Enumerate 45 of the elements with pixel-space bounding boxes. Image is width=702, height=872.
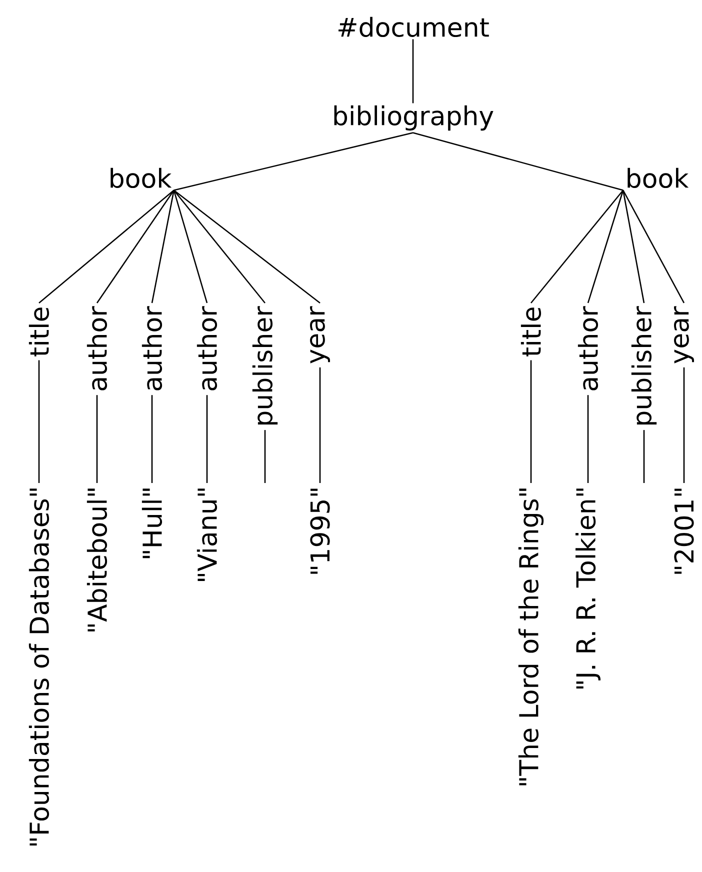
tree-edge <box>96 190 174 304</box>
text-value-label: "Hull" <box>142 488 162 558</box>
text-value-label: "The Lord of the Rings" <box>518 488 544 786</box>
element-label: year <box>674 306 694 364</box>
element-label: title <box>520 308 542 356</box>
tree-edge <box>587 190 624 304</box>
tree-edge <box>643 430 645 483</box>
element-label: bibliography <box>334 105 494 131</box>
tree-edge <box>206 395 208 483</box>
tree-edge <box>173 190 266 304</box>
element-label: author <box>196 306 218 390</box>
text-value-label: "2001" <box>674 488 694 574</box>
tree-edge <box>587 395 589 483</box>
tree-edge <box>264 430 266 483</box>
element-label: book <box>110 168 172 188</box>
tree-edge <box>412 39 414 104</box>
tree-edge <box>174 132 414 191</box>
tree-edge <box>151 190 175 304</box>
tree-edge <box>530 190 624 304</box>
tree-edge <box>530 360 532 483</box>
tree-edge <box>173 190 208 304</box>
tree-edge <box>151 395 153 483</box>
element-label: book <box>628 168 689 188</box>
tree-edge <box>412 132 624 191</box>
text-value-label: "Foundations of Databases" <box>28 488 50 846</box>
tree-edge <box>683 367 685 483</box>
tree-edge <box>622 190 685 304</box>
element-label: author <box>142 306 162 390</box>
tree-edge <box>622 190 645 304</box>
tree-edge <box>96 395 98 483</box>
element-label: publisher <box>252 306 278 424</box>
text-value-label: "Abiteboul" <box>86 488 108 632</box>
text-value-label: "J. R. R. Tolkien" <box>576 488 600 688</box>
text-value-label: "Vianu" <box>196 488 218 581</box>
tree-edge <box>173 190 320 304</box>
element-label: author <box>578 306 598 390</box>
tree-edge <box>38 190 174 304</box>
tree-edge <box>319 367 321 483</box>
root-label: #document <box>338 16 489 38</box>
element-label: author <box>86 306 108 390</box>
element-label: publisher <box>631 306 657 424</box>
tree-edge <box>38 360 40 483</box>
element-label: title <box>28 308 50 356</box>
element-label: year <box>310 306 330 364</box>
text-value-label: "1995" <box>310 488 330 574</box>
